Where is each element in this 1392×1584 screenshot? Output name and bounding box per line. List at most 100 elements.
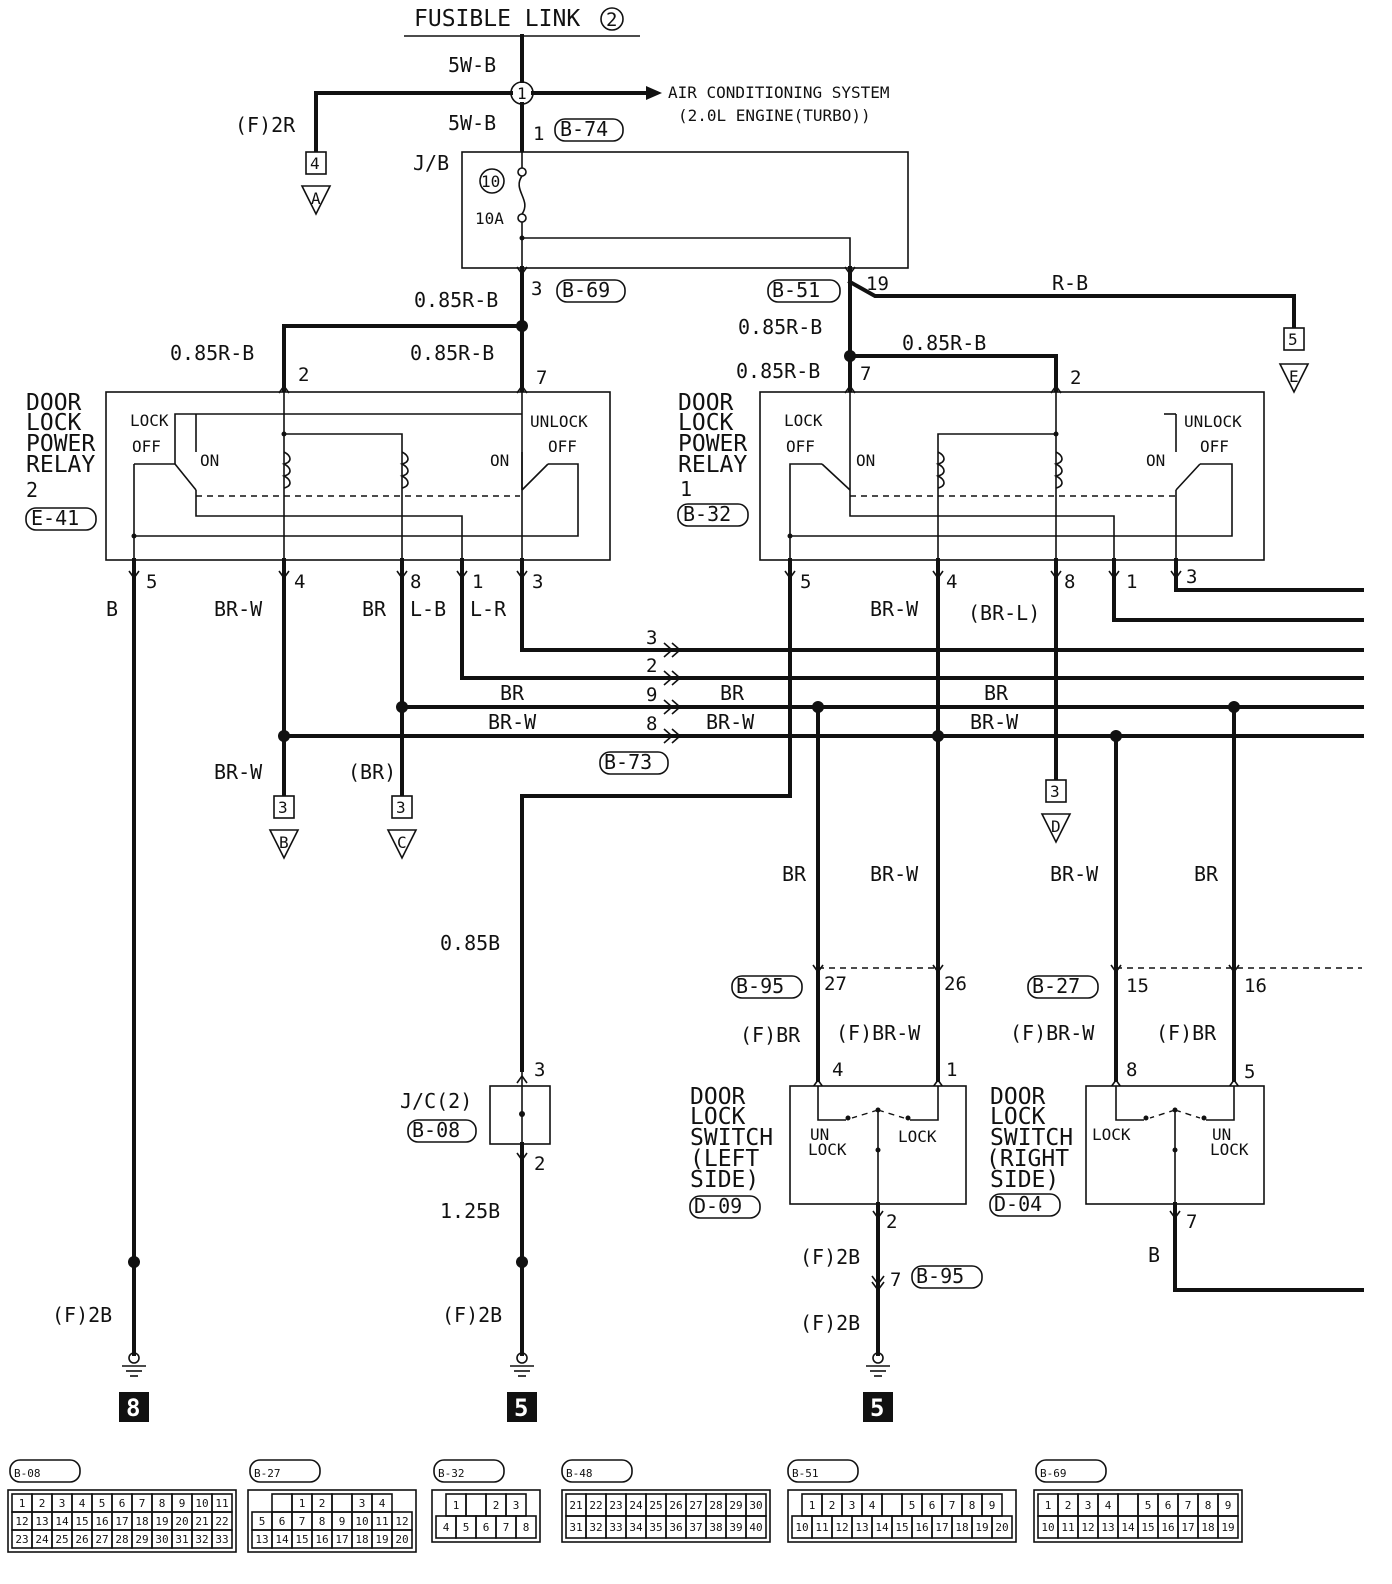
wire-label-fbr-2: (F)BR xyxy=(1156,1021,1217,1045)
relay1-lock-label: LOCK xyxy=(784,411,823,430)
connector-cavity: 29 xyxy=(135,1533,148,1546)
connector-cavity: 1 xyxy=(1045,1499,1052,1512)
relay2-pin-1: 1 xyxy=(472,571,483,593)
ref-b-number: 3 xyxy=(278,798,288,817)
connector-cavity: 7 xyxy=(503,1521,510,1534)
relay2-pin-7: 7 xyxy=(536,367,547,389)
connector-cavity: 4 xyxy=(379,1497,386,1510)
connector-cavity: 5 xyxy=(463,1521,470,1534)
connector-cavity: 25 xyxy=(649,1499,662,1512)
connector-cavity: 13 xyxy=(35,1515,48,1528)
relay1-title-4: RELAY xyxy=(678,452,747,478)
relay1-connector: B-32 xyxy=(683,502,731,526)
connector-cavity: 20 xyxy=(175,1515,188,1528)
b95-pin-7: 7 xyxy=(890,1269,901,1291)
connector-cavity: 5 xyxy=(909,1499,916,1512)
connector-cavity: 3 xyxy=(59,1497,66,1510)
connector-cavity: 5 xyxy=(1145,1499,1152,1512)
connector-cavity: 39 xyxy=(729,1521,742,1534)
conn-b95-2: B-95 xyxy=(916,1264,964,1288)
connector-cavity: 16 xyxy=(315,1533,328,1546)
wire-label-br-2: BR xyxy=(500,681,525,705)
wire-label-br-3: BR xyxy=(720,681,745,705)
relay1-pin-3: 3 xyxy=(1186,566,1197,588)
switch-right-title-3: SWITCH xyxy=(990,1125,1073,1151)
connector-cavity: 9 xyxy=(339,1515,346,1528)
connector-cavity: 19 xyxy=(975,1521,988,1534)
wire-label-brl: (BR-L) xyxy=(968,601,1040,625)
connector-view-label: B-51 xyxy=(792,1467,819,1480)
connector-cavity: 18 xyxy=(1201,1521,1214,1534)
jc-pin-3: 3 xyxy=(534,1059,545,1081)
conn-b69: B-69 xyxy=(562,278,610,302)
relay1-pin-2: 2 xyxy=(1070,367,1081,389)
connector-cavity: 34 xyxy=(629,1521,643,1534)
wire-label-085rb-4: 0.85R-B xyxy=(738,315,822,339)
relay1-pin-5: 5 xyxy=(800,571,811,593)
connector-cavity: 17 xyxy=(1181,1521,1194,1534)
connector-cavity: 7 xyxy=(949,1499,956,1512)
connector-cavity: 14 xyxy=(875,1521,889,1534)
wire-label-brw-6: BR-W xyxy=(214,760,263,784)
connector-cavity: 17 xyxy=(935,1521,948,1534)
connector-cavity: 6 xyxy=(119,1497,126,1510)
switch-harness: BR BR-W BR-W BR 27 26 15 16 B-95 B-27 (F… xyxy=(731,705,1362,1088)
relay1-pin-7: 7 xyxy=(860,363,871,385)
ac-engine-label: (2.0L ENGINE(TURBO)) xyxy=(678,106,871,125)
connector-cavity: 30 xyxy=(749,1499,762,1512)
connector-cavity: 40 xyxy=(749,1521,762,1534)
connector-cavity: 38 xyxy=(709,1521,722,1534)
jc-label: J/C(2) xyxy=(400,1089,472,1113)
switch-right-title-5: SIDE) xyxy=(990,1167,1059,1193)
switch-right-pin-8: 8 xyxy=(1126,1059,1137,1081)
ref-a-number: 4 xyxy=(310,154,320,173)
connector-b73-bus: 3 2 9 8 BR BR BR BR-W BR-W BR-W B-73 BR-… xyxy=(214,627,1364,784)
connector-cavity: 20 xyxy=(395,1533,408,1546)
connector-cavity: 21 xyxy=(195,1515,208,1528)
fusible-link-header: FUSIBLE LINK 2 xyxy=(404,6,640,37)
ground-symbol-1: 8 xyxy=(119,1352,149,1422)
connector-cavity: 9 xyxy=(989,1499,996,1512)
switch-right-lock: LOCK xyxy=(1092,1125,1131,1144)
jb-pin-19: 19 xyxy=(866,273,889,295)
connector-cavity: 1 xyxy=(453,1499,460,1512)
connector-cavity: 8 xyxy=(159,1497,166,1510)
connector-cavity: 19 xyxy=(155,1515,168,1528)
connector-cavity: 15 xyxy=(1141,1521,1154,1534)
jb-pin-1: 1 xyxy=(533,123,544,145)
wire-label-f2b-3: (F)2B xyxy=(52,1303,112,1327)
wire-label-b-1: B xyxy=(106,597,118,621)
connector-cavity: 6 xyxy=(929,1499,936,1512)
wire-label-125b: 1.25B xyxy=(440,1199,500,1223)
conn-b74: B-74 xyxy=(560,117,608,141)
door-lock-power-relay-1: DOOR LOCK POWER RELAY 1 B-32 LOCK OFF ON… xyxy=(677,363,1265,561)
connector-cavity: 9 xyxy=(1225,1499,1232,1512)
connector-cavity: 16 xyxy=(95,1515,108,1528)
connector-cavity: 10 xyxy=(355,1515,368,1528)
relay1-off-label: OFF xyxy=(786,437,815,456)
switch-left-lock: LOCK xyxy=(898,1127,937,1146)
door-lock-switch-left: DOOR LOCK SWITCH (LEFT SIDE) D-09 4 1 UN… xyxy=(689,1059,983,1356)
relay1-title-2: LOCK xyxy=(678,410,734,436)
connector-cavity: 25 xyxy=(55,1533,68,1546)
b95-pin-27: 27 xyxy=(824,973,847,995)
connector-cavity: 13 xyxy=(255,1533,268,1546)
connector-cavity: 12 xyxy=(1081,1521,1094,1534)
connector-cavity: 15 xyxy=(75,1515,88,1528)
main-supply: 5W-B 1 AIR CONDITIONING SYSTEM (2.0L ENG… xyxy=(235,34,890,216)
connector-cavity: 31 xyxy=(569,1521,582,1534)
connector-cavity: 3 xyxy=(359,1497,366,1510)
connector-view-label: B-32 xyxy=(438,1467,465,1480)
b73-pin-3: 3 xyxy=(646,627,657,649)
connector-cavity: 18 xyxy=(955,1521,968,1534)
connector-cavity: 1 xyxy=(19,1497,26,1510)
connector-cavity: 1 xyxy=(809,1499,816,1512)
conn-b73: B-73 xyxy=(604,750,652,774)
connector-cavity: 2 xyxy=(319,1497,326,1510)
connector-cavity: 24 xyxy=(629,1499,643,1512)
wire-label-b-2: B xyxy=(1148,1243,1160,1267)
connector-cavity: 11 xyxy=(375,1515,388,1528)
connector-cavity: 35 xyxy=(649,1521,662,1534)
